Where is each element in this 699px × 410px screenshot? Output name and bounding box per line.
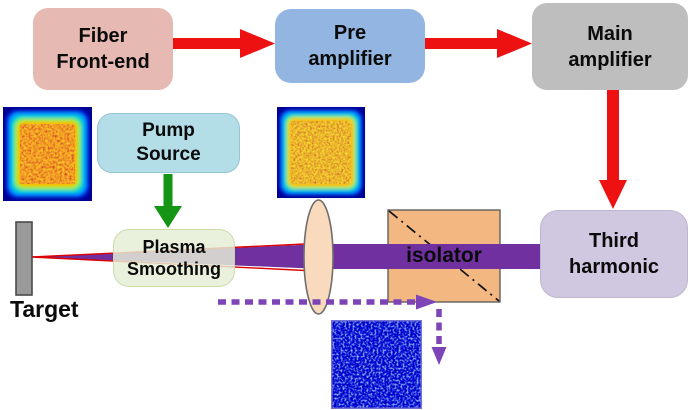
arrow-pump-to-plasma (154, 174, 182, 228)
beam-profile-amplified-image (277, 107, 365, 198)
third-harmonic-box: Third harmonic (540, 210, 688, 298)
main-amplifier-label-line1: Main (587, 22, 633, 45)
target-label: Target (10, 296, 79, 322)
third-harmonic-label-line2: harmonic (568, 256, 660, 278)
pre-amplifier-box: Pre amplifier (275, 9, 425, 83)
pump-source-label-line1: Pump (142, 120, 195, 141)
fiber-front-end-label-line2: Front-end (56, 51, 150, 73)
plasma-smoothing-box: Plasma Smoothing (113, 229, 235, 287)
plasma-smoothing-label-line2: Smoothing (127, 259, 221, 279)
pre-amplifier-label-line1: Pre (333, 22, 367, 44)
main-amplifier-box: Main amplifier (532, 3, 688, 90)
pump-source-label-line2: Source (136, 144, 201, 165)
dashed-beam-down-arrowhead (431, 347, 447, 365)
speckle-pattern-image (331, 320, 422, 409)
lens-icon (303, 199, 334, 315)
fiber-front-end-label-line1: Fiber (78, 25, 128, 47)
isolator-label: isolator (388, 210, 500, 302)
fiber-front-end-box: Fiber Front-end (33, 8, 173, 90)
arrow-fiber-to-pre (173, 29, 275, 58)
third-harmonic-label-line1: Third (589, 230, 639, 252)
target-plate (15, 221, 33, 296)
dashed-beam-right-arrowhead (416, 294, 437, 310)
main-beam (318, 244, 540, 269)
pre-amplifier-label-line2: amplifier (308, 48, 392, 70)
pump-source-box: Pump Source (97, 113, 240, 173)
plasma-smoothing-label-line1: Plasma (142, 237, 206, 257)
isolator-label-text: isolator (406, 244, 482, 267)
beam-profile-input-image (3, 107, 92, 201)
main-amplifier-label-line2: amplifier (568, 48, 652, 71)
arrow-main-to-third (599, 90, 627, 209)
arrow-pre-to-main (425, 29, 532, 58)
